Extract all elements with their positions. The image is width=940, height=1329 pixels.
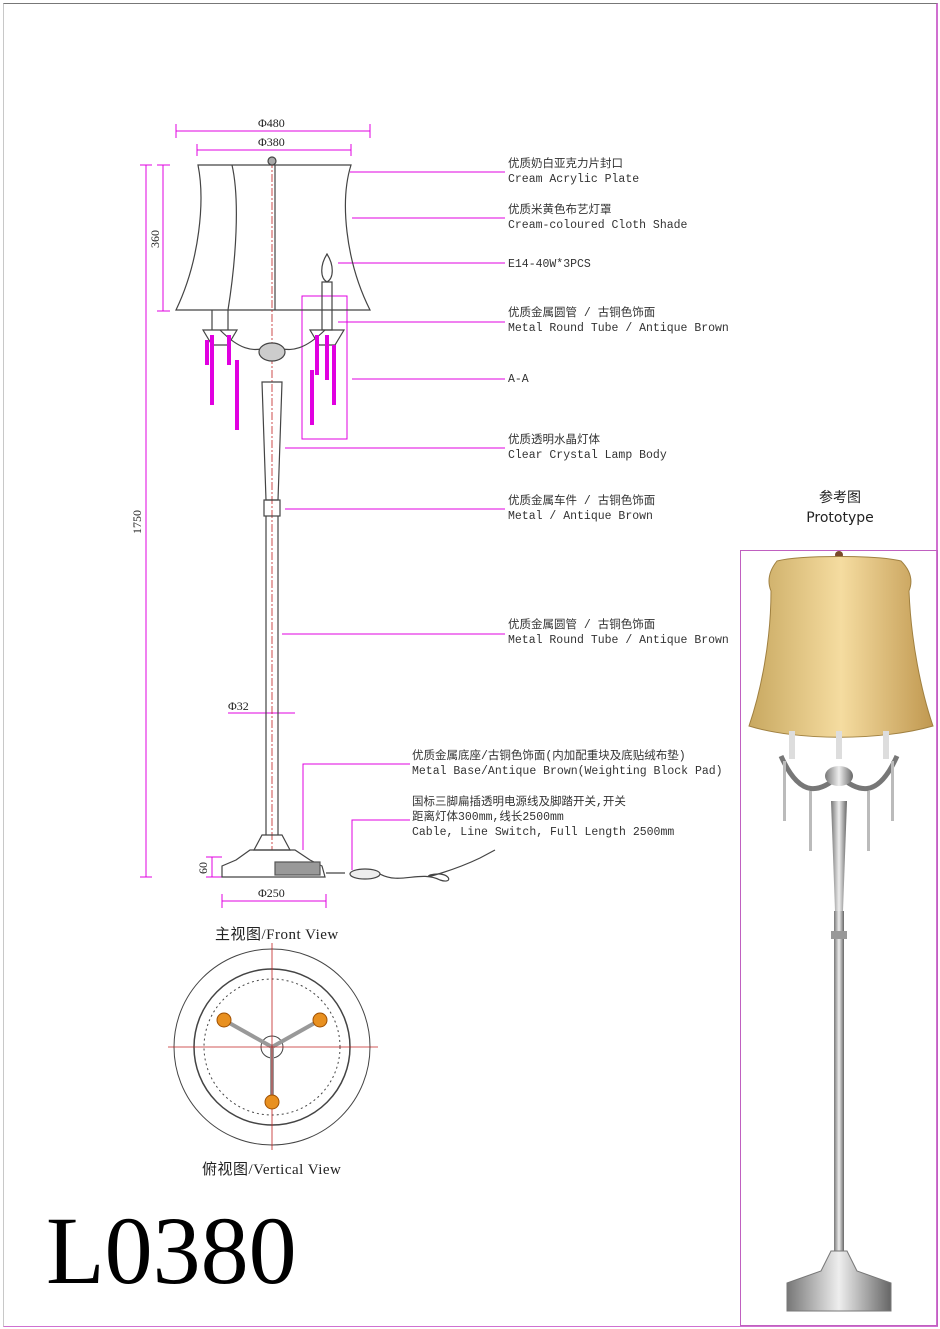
callout-section-aa: A-A — [508, 373, 529, 386]
dim-total-height: 1750 — [130, 510, 144, 534]
lamp-outline — [175, 156, 496, 882]
prototype-photo — [740, 550, 938, 1326]
dim-shade-bottom: Φ480 — [258, 116, 285, 130]
dimension-lines — [140, 124, 505, 908]
dim-tube: Φ32 — [228, 699, 249, 713]
front-view-title: 主视图/Front View — [215, 927, 339, 943]
dim-shade-top: Φ380 — [258, 135, 285, 149]
dim-shade-height: 360 — [148, 230, 162, 248]
top-view-sockets — [216, 1012, 328, 1110]
callout-bulbs: E14-40W*3PCS — [508, 258, 591, 271]
model-number: L0380 — [46, 1197, 297, 1304]
prototype-lamp-image — [748, 551, 934, 1312]
top-view-title: 俯视图/Vertical View — [202, 1162, 342, 1178]
crystal-drops — [205, 335, 336, 430]
dim-base-diameter: Φ250 — [258, 886, 285, 900]
callout-metal-base: 优质金属底座/古铜色饰面(内加配重块及底贴绒布垫)Metal Base/Anti… — [412, 750, 723, 778]
top-view-drawing — [168, 943, 378, 1150]
dim-base-height: 60 — [196, 862, 210, 874]
